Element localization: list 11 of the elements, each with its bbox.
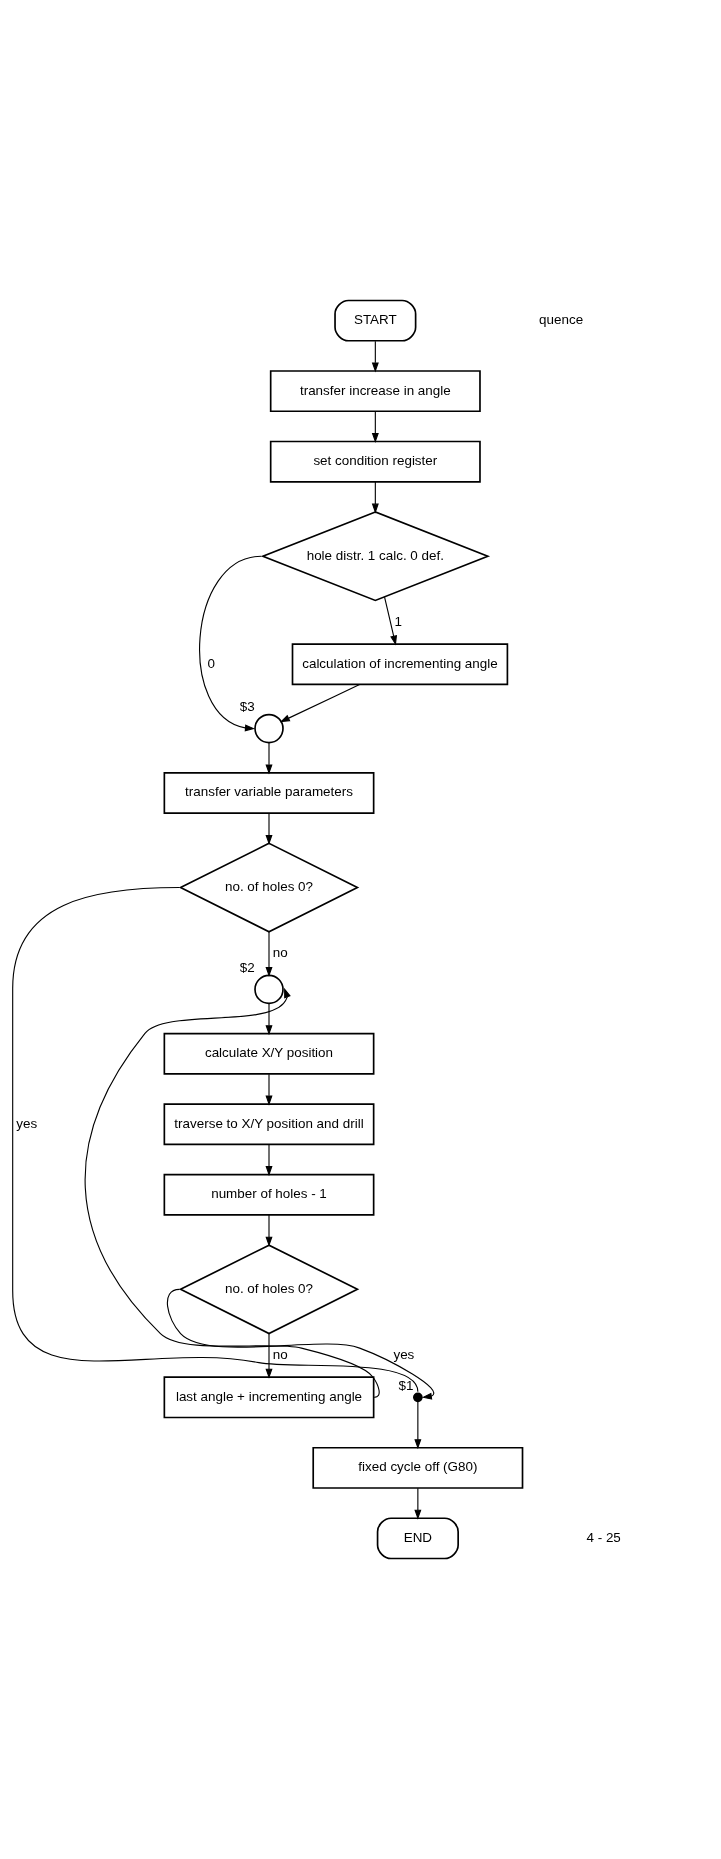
- label: 4 - 25: [586, 1529, 621, 1545]
- node-label: $3: [239, 698, 255, 714]
- edge-label: yes: [393, 1346, 415, 1362]
- label: quence: [539, 312, 584, 328]
- edge-label: yes: [16, 1115, 38, 1131]
- edge-label: no: [272, 945, 288, 961]
- edge-label: no: [272, 1346, 288, 1362]
- node-label: $1: [398, 1377, 414, 1393]
- edge-label: 1: [394, 613, 403, 629]
- node-label: $2: [239, 959, 255, 975]
- edge-label: 0: [207, 655, 216, 671]
